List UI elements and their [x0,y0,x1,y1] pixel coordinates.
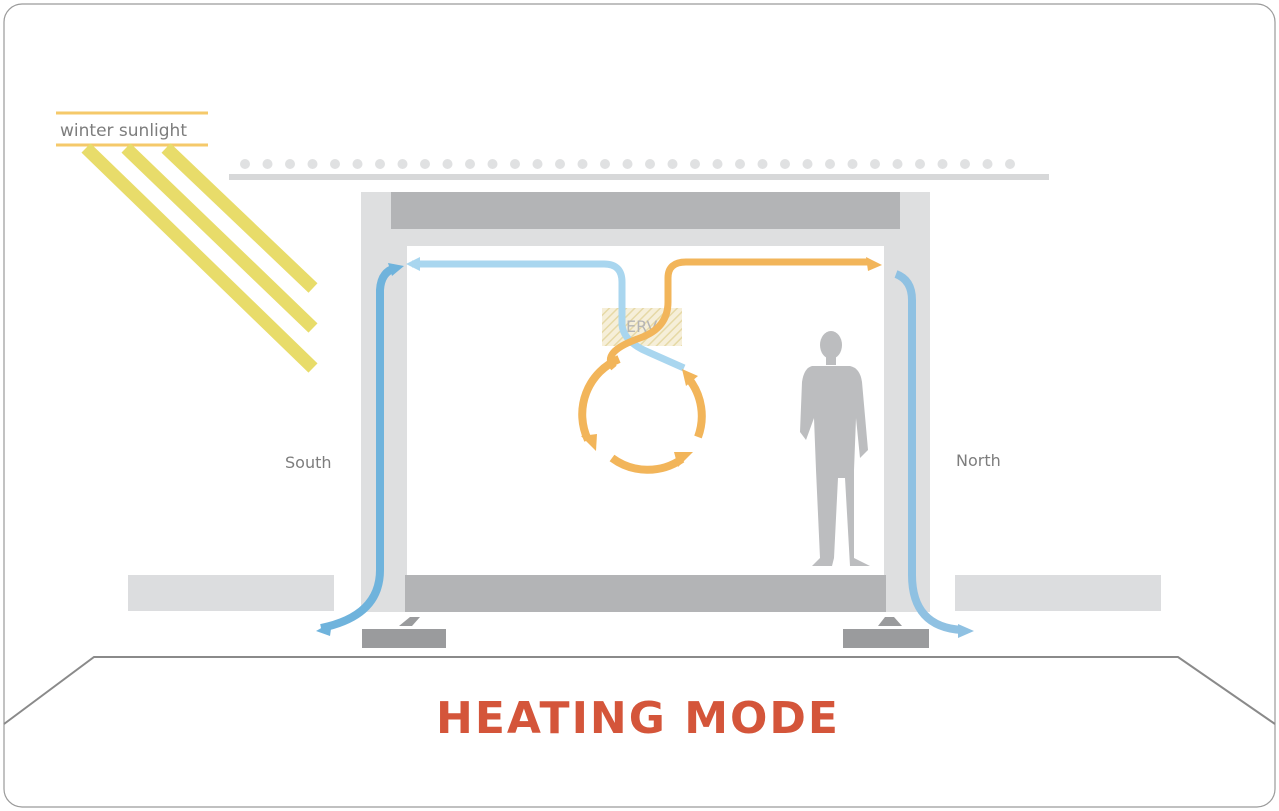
solar-dots [240,159,1015,169]
north-airflow [894,270,963,634]
north-footing-post [878,617,902,626]
solar-dot [825,159,835,169]
solar-dot [982,159,993,169]
solar-dot [307,159,318,169]
person-silhouette-icon [800,331,870,566]
circulation-arrowhead [581,434,597,451]
solar-dot [780,159,790,169]
sun-rays [81,143,318,373]
ground-line [3,656,1276,725]
solar-dot [802,159,813,169]
solar-dot [622,159,633,169]
solar-dot [735,159,745,169]
floor-slab [405,575,886,612]
south-airflow-arrowhead [388,263,404,276]
solar-dot [757,159,768,169]
solar-dot [330,159,340,169]
north-wall [884,192,930,612]
north-airflow-arrowhead [958,624,974,638]
solar-dot [1005,159,1015,169]
south-footing-post [399,617,420,626]
solar-dot [240,159,250,169]
solar-dot [442,159,453,169]
solar-dot [555,159,565,169]
sun-ray [121,143,318,333]
solar-dot [352,159,363,169]
north-footing-pad [843,629,929,648]
south-footing-pad [362,629,446,648]
south-label: South [285,453,332,472]
room-circulation [578,355,706,474]
erv-cool-airflow [412,260,686,372]
solar-dot [532,159,543,169]
frame [3,3,1276,808]
erv-cool-airflow-arrowhead [406,257,420,271]
solar-dot [690,159,700,169]
erv-warm-airflow-arrowhead [866,257,882,271]
circulation-arrowhead [682,369,698,386]
solar-dot [937,159,948,169]
solar-dot [915,159,925,169]
roof-slab [391,192,900,229]
solar-dot [712,159,723,169]
south-grade-slab [128,575,334,611]
circulation-arc [578,355,621,442]
solar-dot [645,159,655,169]
north-label: North [956,451,1001,470]
circulation-arrowhead [674,452,693,467]
south-footing [362,617,446,648]
circulation-arc [609,454,685,474]
south-airflow-tail [316,622,332,636]
solar-dot [960,159,970,169]
north-grade-slab [955,575,1161,611]
solar-dot [262,159,273,169]
solar-dot [600,159,610,169]
circulation-arrowheads [581,369,698,467]
north-footing [843,617,929,648]
circulation-arc [685,376,706,439]
sun-ray [81,143,318,373]
sun-ray [161,143,318,293]
sunlight-label: winter sunlight [60,121,187,141]
solar-dot [847,159,858,169]
solar-dot [487,159,498,169]
sunlight-group: winter sunlight [56,111,318,373]
mode-title: HEATING MODE [436,693,840,744]
solar-dot [892,159,903,169]
solar-dot [577,159,588,169]
solar-dot [397,159,408,169]
south-airflow [320,264,397,632]
erv-warm-airflow [606,258,868,371]
solar-dot [285,159,295,169]
roof-solar-strip [229,159,1049,180]
solar-dot [510,159,520,169]
solar-dot [420,159,430,169]
solar-dot [870,159,880,169]
solar-dot [375,159,385,169]
solar-dot [465,159,475,169]
solar-dot [667,159,678,169]
